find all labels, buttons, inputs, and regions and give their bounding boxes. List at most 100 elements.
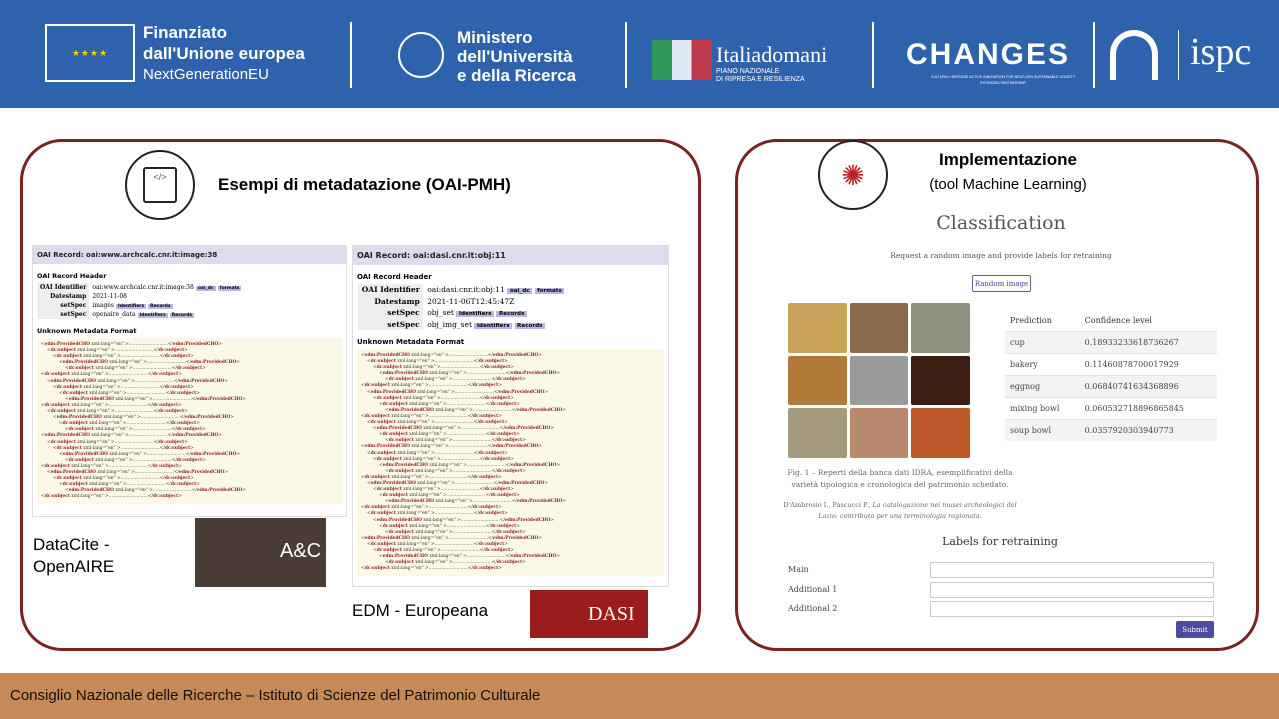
eu-line1: Finanziato [143,23,228,42]
artifact-image [911,303,970,353]
ispc-logo: ispc [1190,31,1252,73]
italiadomani-sub1: PIANO NAZIONALE [716,68,780,75]
record-key: OAI Identifier [37,283,90,292]
record-value-text: obj_img_set [427,319,472,329]
record-key: setSpec [37,301,90,310]
citation-authors: D'Ambrosio I., Pascucci P., [783,501,873,509]
ml-subtitle: (tool Machine Learning) [929,176,1087,193]
record-tag-link[interactable]: oai_dc [507,288,533,295]
citation-title: La catalogazione nei musei archeologici … [818,501,1017,520]
table-header: Prediction [1010,316,1052,325]
artifact-image [911,355,970,406]
unknown-format-title: Unknown Metadata Format [37,327,137,335]
record-key: Datestamp [37,292,90,301]
datacite-label: DataCite - OpenAIRE [33,535,115,576]
record-tag-link[interactable]: Records [496,311,527,318]
dasi-logo-text: DASI [588,603,635,625]
changes-sub2: EXTENDED PARTNERSHIP [980,81,1026,85]
record-tag-link[interactable]: Records [169,313,195,318]
field-label: Additional 2 [788,604,838,613]
record-tag-link[interactable]: Records [514,322,545,329]
record-value-text: images [92,302,115,309]
table-cell: 0.0357920303940773 [1079,419,1217,441]
record-tag-link[interactable]: Identifiers [474,322,513,329]
table-cell: 0.11460878700017929 [1079,353,1217,376]
artifact-image [849,303,909,353]
eu-line3: NextGenerationEU [143,66,269,83]
record-value-text: 2021-11-06T12:45:47Z [427,296,515,306]
ac-logo-text: A&C [280,540,322,562]
header-banner: ★★★★ Finanziato dall'Unione europea Next… [0,0,1279,108]
record-tag-link[interactable]: oai_dc [195,286,216,291]
record-tag-link[interactable]: Identifiers [456,311,494,318]
artifact-image [849,355,909,406]
record-title: OAI Record: oai:dasi.cnr.it:obj:11 [353,246,668,265]
record-tag-link[interactable]: Identifiers [116,304,147,309]
record-value-text: oai:www.archcalc.cnr.it:image:38 [92,284,194,291]
record-key: setSpec [37,310,90,319]
record-value-text: openaire_data [92,311,136,318]
classification-title: Classification [936,212,1066,234]
table-cell: 0.18933233618736267 [1079,331,1217,354]
oai-record-archcalc: OAI Record: oai:www.archcalc.cnr.it:imag… [32,245,347,517]
record-tag-link[interactable]: Records [148,304,173,309]
ml-title: Implementazione [939,150,1077,169]
label-input[interactable] [930,601,1214,617]
record-value-text: oai:dasi.cnr.it:obj:11 [427,285,505,295]
table-cell: bakery [1005,353,1080,376]
label-input[interactable] [930,562,1214,578]
eu-flag-icon: ★★★★ [45,24,135,82]
ai-brain-icon: ✺ [818,140,888,210]
republic-emblem-icon [398,32,444,78]
label-input[interactable] [930,581,1214,598]
record-tag-link[interactable]: formats [217,286,242,291]
figure-caption: Fig. 1 – Reperti della banca dati IDRA, … [787,468,1013,489]
record-value-text: obj_set [427,308,454,318]
record-tag-link[interactable]: Identifiers [137,313,168,318]
submit-button[interactable]: Submit [1176,621,1214,638]
record-value: 2021-11-06T12:45:47Z [423,296,568,308]
table-header: Confidence level [1084,316,1152,325]
field-label: Main [788,565,809,574]
mur-line1: Ministero [457,28,533,47]
footer-bar: Consiglio Nazionale delle Ricerche – Ist… [0,673,1279,719]
italiadomani-logo: Italiadomani [716,42,828,67]
mur-line3: e della Ricerca [457,66,577,85]
oai-record-dasi: OAI Record: oai:dasi.cnr.it:obj:11 OAI R… [352,245,669,587]
random-image-button[interactable]: Random image [972,275,1031,292]
artifact-image [911,408,970,458]
xml-edm: <edm:ProvidedCHO xml:lang="en" >........… [357,349,664,577]
artifact-image [788,355,847,406]
field-label: Additional 1 [788,584,838,594]
table-cell: cup [1005,331,1080,354]
edm-label: EDM - Europeana [352,601,489,620]
artifact-image [849,408,909,458]
record-key: OAI Identifier [358,284,424,296]
code-document-icon: </> [125,150,195,220]
table-cell: mixing bowl [1005,397,1080,420]
table-cell: soup bowl [1005,419,1080,441]
record-header-title: OAI Record Header [357,273,432,281]
dasi-logo: DASI [530,590,648,638]
record-key: Datestamp [358,295,424,307]
record-tag-link[interactable]: formats [534,288,565,295]
